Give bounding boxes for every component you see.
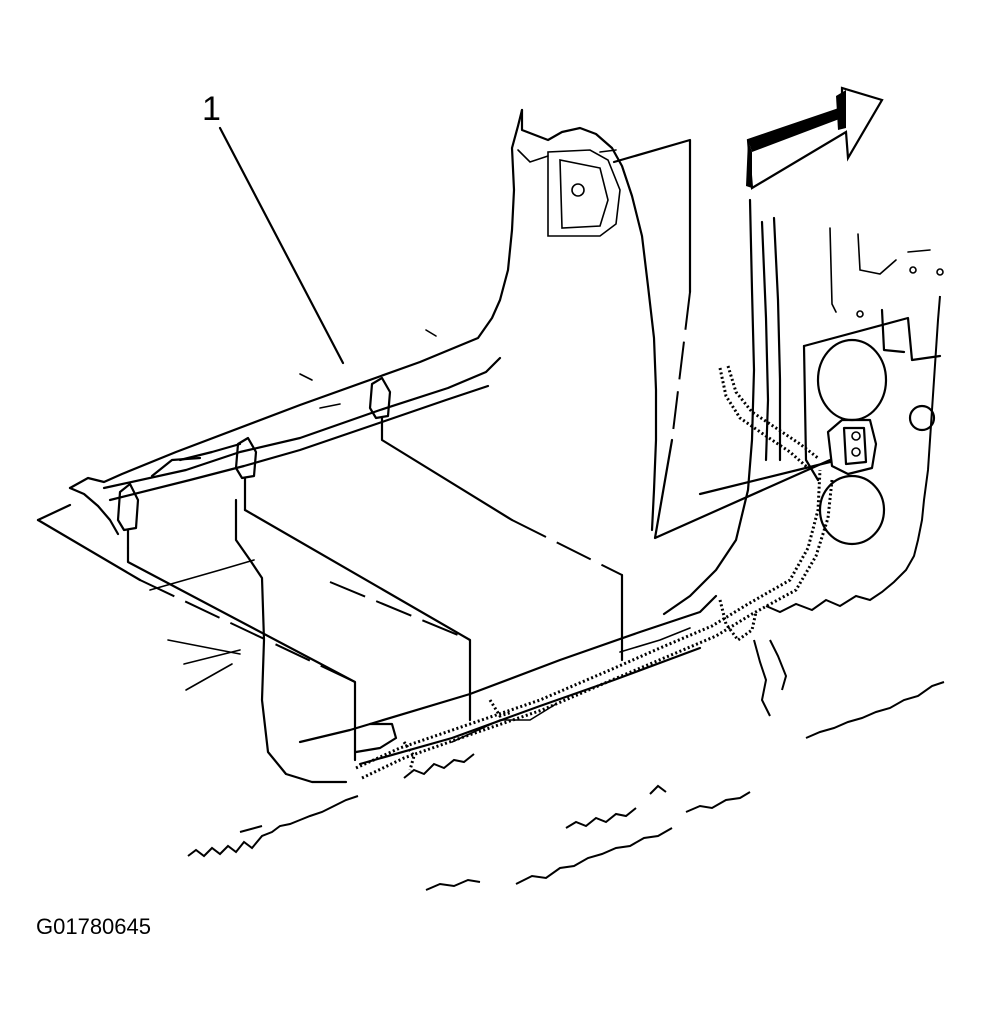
body-contour	[149, 198, 944, 784]
clip-alignment-lines	[126, 428, 624, 762]
floor-carpet-texture	[187, 295, 945, 891]
direction-arrow-icon	[746, 86, 884, 190]
figure-code: G01780645	[36, 914, 151, 939]
projection-frames	[36, 138, 832, 582]
trim-clip-2	[234, 436, 258, 512]
wiring-harness	[355, 365, 834, 780]
callout-1-leader	[218, 126, 345, 365]
door-striker	[698, 338, 936, 546]
callout-1-label: 1	[202, 90, 221, 128]
trim-clip-1	[116, 482, 140, 550]
trim-clip-3	[368, 376, 392, 432]
sill-trim-panel	[68, 108, 658, 536]
rocker-floor	[298, 594, 718, 766]
